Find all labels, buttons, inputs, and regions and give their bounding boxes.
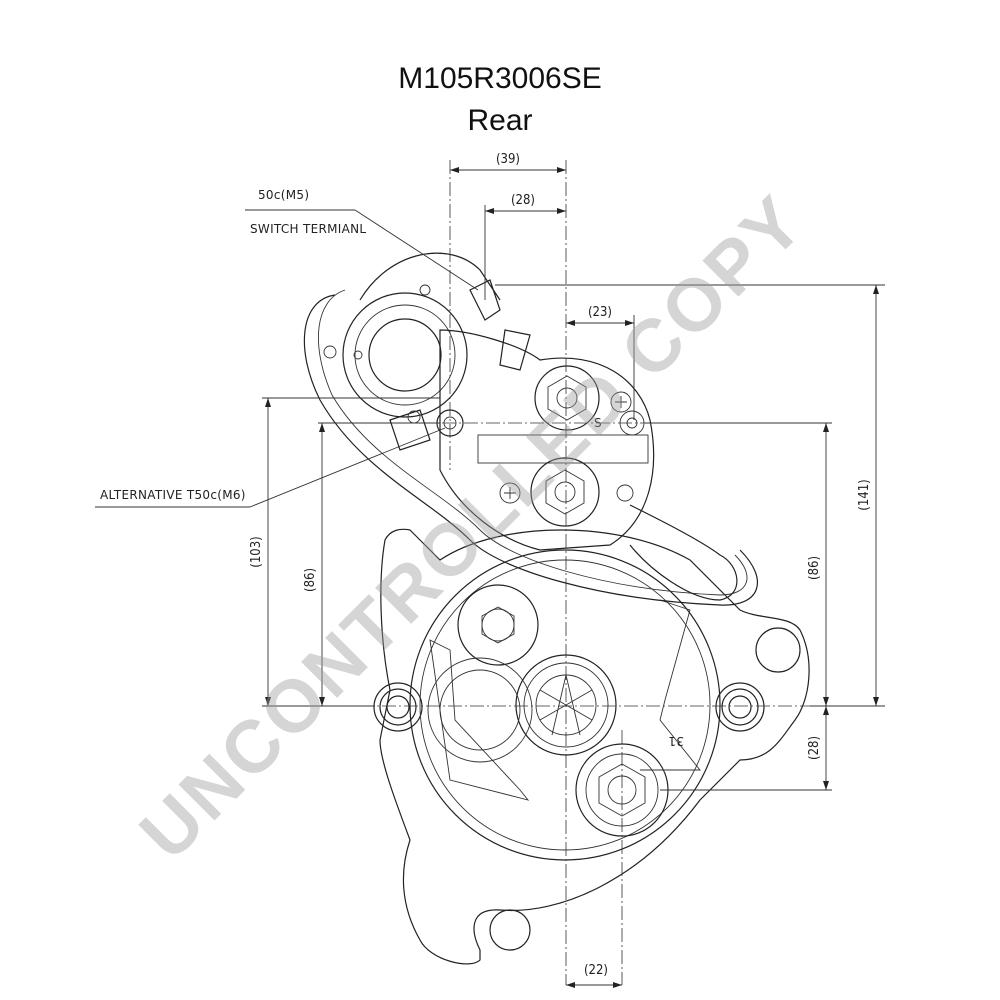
center-lines — [360, 160, 810, 985]
alternative-terminal-callout: ALTERNATIVE T50c(M6) — [95, 427, 446, 508]
dim-28-right: (28) — [807, 736, 822, 760]
dim-86-left: (86) — [303, 568, 318, 592]
dim-86-right: (86) — [807, 556, 822, 580]
alternative-terminal-label: ALTERNATIVE T50c(M6) — [100, 488, 246, 502]
dim-22: (22) — [584, 963, 608, 978]
dim-23: (23) — [588, 305, 612, 320]
switch-terminal-code: 50c(M5) — [258, 188, 309, 202]
dim-28-top: (28) — [511, 193, 535, 208]
terminal-31-marking: 31 — [668, 734, 684, 748]
switch-terminal-callout: 50c(M5) SWITCH TERMIANL — [245, 188, 479, 291]
dim-39: (39) — [496, 152, 520, 167]
dim-141: (141) — [857, 479, 872, 510]
uncontrolled-copy-watermark: UNCONTROLLED COPY — [124, 179, 821, 876]
dim-103: (103) — [249, 536, 264, 567]
model-title: M105R3006SE — [398, 62, 601, 95]
solenoid-assembly: S — [303, 252, 758, 606]
switch-terminal-label: SWITCH TERMIANL — [250, 222, 366, 236]
dimension-lines — [262, 167, 885, 988]
view-title: Rear — [467, 104, 532, 137]
